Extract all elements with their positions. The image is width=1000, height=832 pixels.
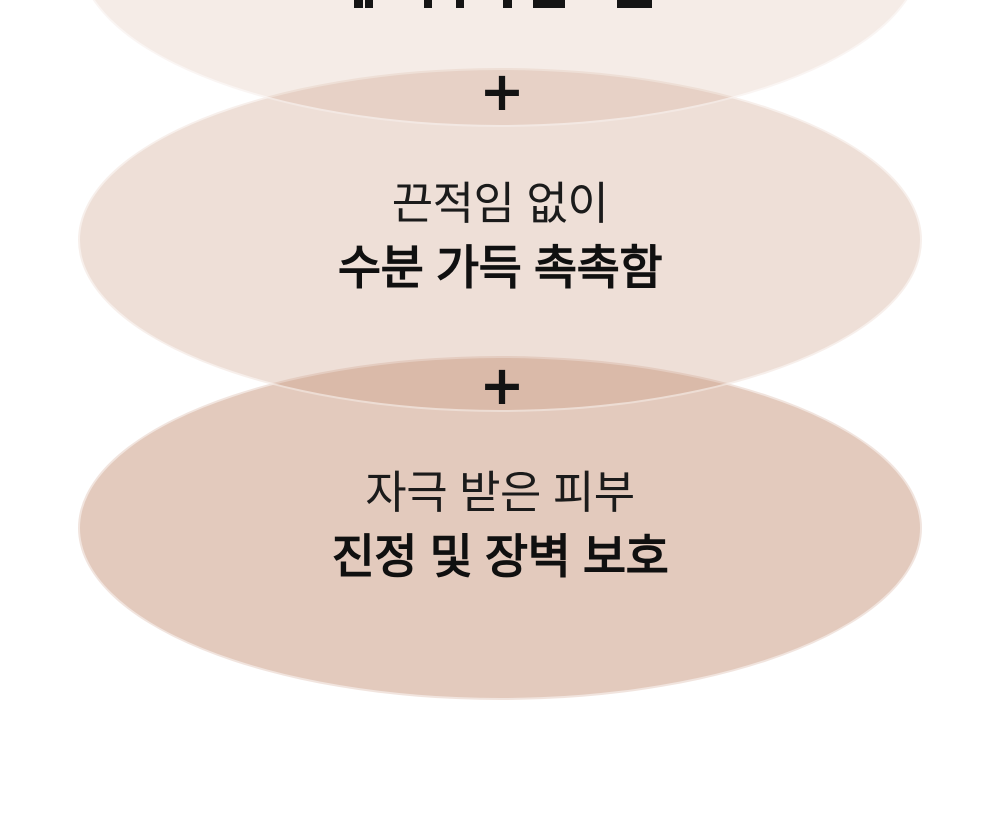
plus-separator-2: +	[479, 354, 525, 417]
truncated-text-fragment	[533, 0, 565, 8]
truncated-text-fragment	[617, 0, 652, 8]
benefit-bottom-headline: 진정 및 장벽 보호	[331, 530, 669, 583]
benefit-text-middle: 끈적임 없이 수분 가득 촉촉함	[0, 172, 1000, 300]
truncated-text-fragment	[354, 0, 363, 8]
truncated-text-fragment	[456, 0, 464, 8]
truncated-text-fragment	[365, 0, 373, 8]
truncated-text-fragment	[503, 0, 512, 8]
plus-separator-1: +	[479, 60, 525, 123]
benefit-bubble-bottom	[78, 356, 922, 700]
benefit-bottom-subline: 자극 받은 피부	[365, 467, 635, 518]
benefit-text-bottom: 자극 받은 피부 진정 및 장벽 보호	[0, 461, 1000, 589]
benefit-middle-headline: 수분 가득 촉촉함	[337, 241, 663, 294]
truncated-text-fragment	[424, 0, 432, 8]
benefit-middle-subline: 끈적임 없이	[391, 178, 609, 229]
